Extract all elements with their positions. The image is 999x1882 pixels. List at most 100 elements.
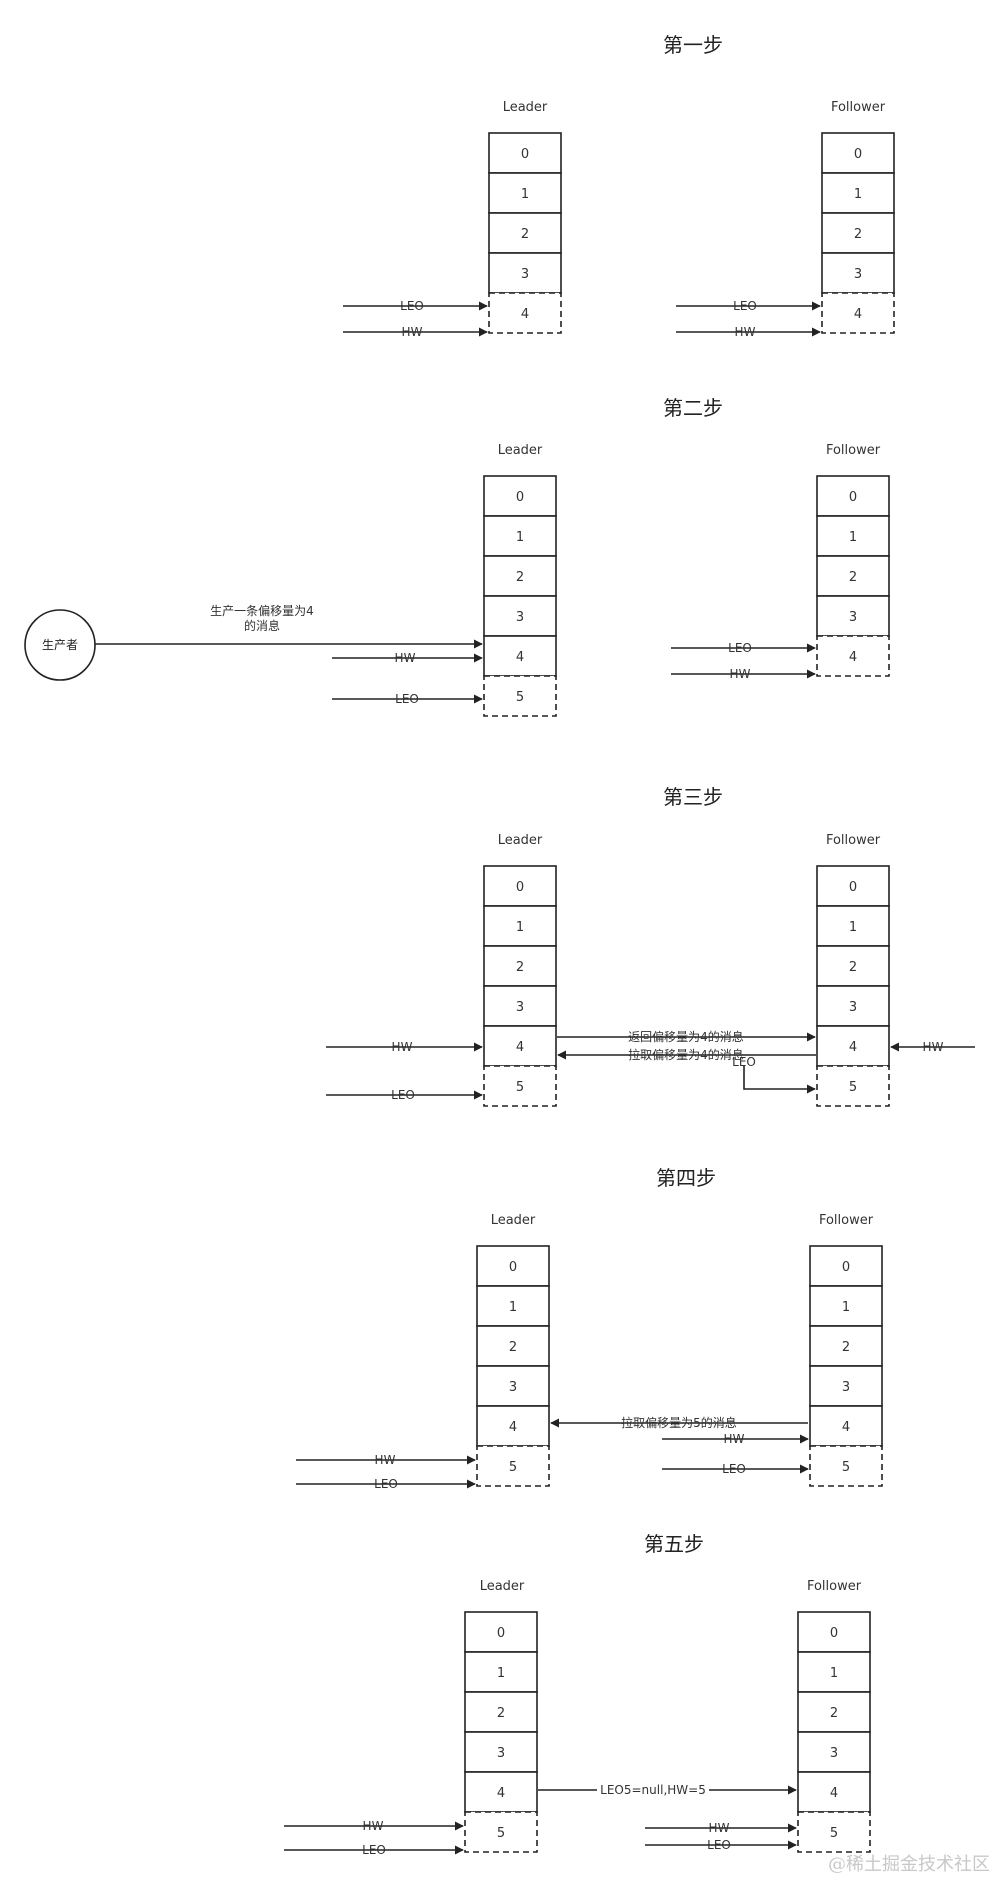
step-4-leader-leo-label: LEO: [374, 1477, 398, 1491]
step-2-follower-log-cell-label: 3: [849, 610, 857, 625]
step-4-leader-log-cell: [476, 1325, 550, 1367]
step-1-follower-log-cell: [821, 212, 895, 254]
step-3-follower-leo-label: LEO: [732, 1055, 756, 1069]
step-1-leader-log-cell: [488, 252, 562, 294]
step-5-follower-log-cell: [797, 1691, 871, 1733]
step-3-leader-log-cell-label: 2: [516, 960, 524, 975]
step-3-follower-log-cell-label: 0: [849, 880, 857, 895]
step-2-follower-hw-label: HW: [730, 667, 751, 681]
step-4-leader-log-cell-label: 2: [509, 1340, 517, 1355]
step-5-leader-log-cell: [464, 1611, 538, 1653]
step-4-follower-hw-label: HW: [724, 1432, 745, 1446]
step-1-follower-log-cell-label: 2: [854, 227, 862, 242]
step-5-leader-log-cell-label: 4: [497, 1786, 505, 1801]
step-1-follower-log-cell: [821, 172, 895, 214]
step-5-leader-log-cell: [464, 1811, 538, 1853]
producer-label: 生产者: [42, 638, 78, 652]
step-5-leader-log-cell-label: 2: [497, 1706, 505, 1721]
step-5-follower-log-cell-label: 2: [830, 1706, 838, 1721]
step-5-follower-log-cell: [797, 1651, 871, 1693]
step-2-follower-log-cell-label: 2: [849, 570, 857, 585]
step-2-leader-log-cell-label: 5: [516, 690, 524, 705]
step-3-leader-log-cell: [483, 985, 557, 1027]
producer-message-line2: 的消息: [244, 618, 280, 633]
step-1-follower-log-cell: [821, 132, 895, 174]
step-4-follower-log-cell-label: 0: [842, 1260, 850, 1275]
step-2-leader-log-cell-label: 4: [516, 650, 524, 665]
step-2-follower-log-cell: [816, 475, 890, 517]
step-4-leader-log-cell: [476, 1405, 550, 1447]
step-4-fetch-message-label: 拉取偏移量为5的消息: [621, 1415, 737, 1430]
step-5-title: 第五步: [644, 1532, 704, 1556]
step-4-follower-log-cell: [809, 1325, 883, 1367]
step-5-follower-label: Follower: [807, 1579, 862, 1594]
step-2-leader-leo-label: LEO: [395, 692, 419, 706]
step-1-leader-log-cell: [488, 292, 562, 334]
step-3-leader-log-cell-label: 0: [516, 880, 524, 895]
step-1-leader-log-cell-label: 4: [521, 307, 529, 322]
step-3-follower-log-cell: [816, 1025, 890, 1067]
watermark-text: @稀土掘金技术社区: [828, 1854, 990, 1875]
step-4-follower-label: Follower: [819, 1213, 874, 1228]
step-3-follower-log-cell-label: 3: [849, 1000, 857, 1015]
step-3-follower-log-cell: [816, 945, 890, 987]
step-1-leader-log-cell-label: 1: [521, 187, 529, 202]
step-3-follower-log-cell-label: 4: [849, 1040, 857, 1055]
step-4-follower-log-cell-label: 1: [842, 1300, 850, 1315]
step-3-fetch-message-label: 拉取偏移量为4的消息: [628, 1047, 744, 1062]
step-3-follower-log-cell: [816, 905, 890, 947]
step-4-follower-log-cell: [809, 1405, 883, 1447]
step-3-follower-log-cell: [816, 1065, 890, 1107]
step-3-follower-hw-label: HW: [923, 1040, 944, 1054]
step-3-leader-log-cell-label: 1: [516, 920, 524, 935]
step-1-follower-log-cell-label: 4: [854, 307, 862, 322]
step-1-leader-log-cell-label: 3: [521, 267, 529, 282]
step-2-leader-log-cell: [483, 595, 557, 637]
step-5-leader-log-cell-label: 3: [497, 1746, 505, 1761]
step-3-leader-hw-label: HW: [392, 1040, 413, 1054]
step-1-leader-log-cell: [488, 132, 562, 174]
step-2-follower-log-cell: [816, 635, 890, 677]
step-1-follower-leo-label: LEO: [733, 299, 757, 313]
step-5-leader-log-cell-label: 5: [497, 1826, 505, 1841]
step-3-return-message-label: 返回偏移量为4的消息: [628, 1029, 744, 1044]
step-4-leader-log-cell-label: 5: [509, 1460, 517, 1475]
step-3-follower-log-cell: [816, 985, 890, 1027]
step-2-follower-log-cell-label: 0: [849, 490, 857, 505]
step-3-follower-log-cell-label: 2: [849, 960, 857, 975]
step-3-leader-log-cell-label: 4: [516, 1040, 524, 1055]
step-4-follower-log-cell: [809, 1445, 883, 1487]
step-2-leader-log-cell: [483, 475, 557, 517]
step-1-leader-label: Leader: [503, 100, 548, 115]
step-1-follower-label: Follower: [831, 100, 886, 115]
step-3-follower-leo-arrow: [743, 1066, 816, 1094]
step-5-leader-hw-label: HW: [363, 1819, 384, 1833]
step-4-leader-log-cell-label: 4: [509, 1420, 517, 1435]
step-4-follower-log-cell-label: 3: [842, 1380, 850, 1395]
step-3-leader-log-cell: [483, 905, 557, 947]
step-5-follower-log-cell-label: 4: [830, 1786, 838, 1801]
step-1-leader-log-cell-label: 0: [521, 147, 529, 162]
step-2-follower-log-cell: [816, 595, 890, 637]
step-3-leader-log-cell-label: 3: [516, 1000, 524, 1015]
step-2-follower-log-cell: [816, 555, 890, 597]
step-5-leader-log-cell-label: 0: [497, 1626, 505, 1641]
step-1-follower-log-cell-label: 0: [854, 147, 862, 162]
producer-message-line1: 生产一条偏移量为4: [210, 603, 314, 618]
step-3-leader-leo-label: LEO: [391, 1088, 415, 1102]
step-1-follower-log-cell-label: 3: [854, 267, 862, 282]
step-1-leader-leo-label: LEO: [400, 299, 424, 313]
step-5-leader-log-cell: [464, 1731, 538, 1773]
step-4-leader-log-cell-label: 0: [509, 1260, 517, 1275]
step-3-leader-log-cell: [483, 945, 557, 987]
step-5-follower-hw-label: HW: [709, 1821, 730, 1835]
step-3-follower-log-cell-label: 5: [849, 1080, 857, 1095]
step-1-leader-log-cell-label: 2: [521, 227, 529, 242]
